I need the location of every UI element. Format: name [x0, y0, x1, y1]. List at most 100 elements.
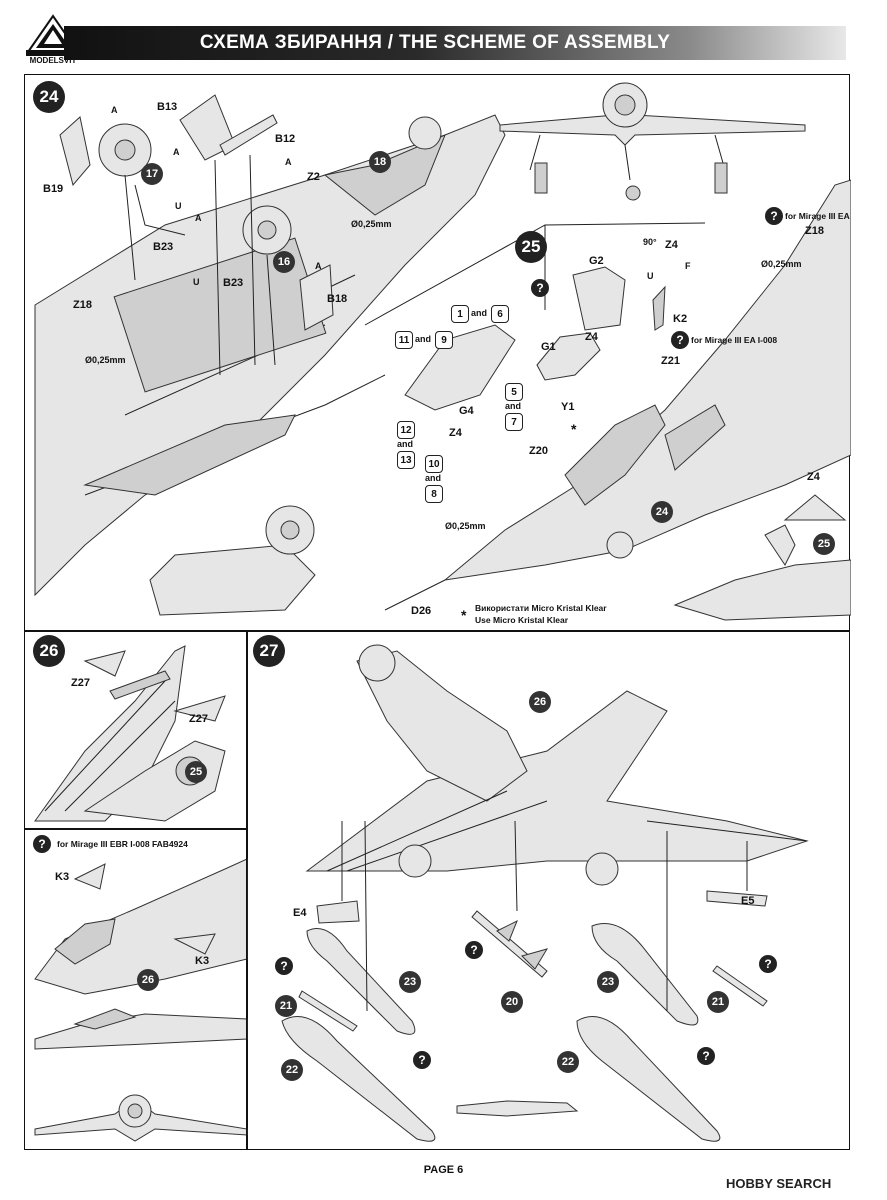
subref-26-s26: 26 [137, 969, 159, 991]
part-label-b23b: B23 [223, 277, 244, 289]
optional-part-icon-4: ? [33, 835, 51, 853]
subref-23-left: 23 [399, 971, 421, 993]
dim-label-s25-2: Ø0,25mm [445, 521, 486, 531]
part-z27-top [83, 650, 126, 677]
glue-label-a3: A [285, 157, 292, 167]
part-label-k3-a: K3 [55, 871, 70, 883]
page-title: СХЕМА ЗБИРАННЯ / THE SCHEME OF ASSEMBLY [199, 32, 671, 53]
door-b12 [219, 114, 278, 156]
part-num-8: 8 [425, 485, 443, 503]
subref-21-right: 21 [707, 991, 729, 1013]
part-label-z20: Z20 [529, 445, 548, 457]
part-label-z18-s25: Z18 [805, 225, 824, 237]
s27-wing [305, 690, 809, 872]
panel-steps-24-25: 24 B13 B12 B19 Z2 B23 B23 Z18 B18 A A A … [24, 74, 851, 632]
note-mirage-ea: for Mirage III EA [785, 211, 850, 221]
panel-step-26-variant: ? for Mirage III EBR I-008 FAB4924 K3 K3… [24, 828, 248, 1150]
s26b-canopy [54, 918, 116, 965]
brand-name: MODELSVIT [29, 56, 77, 65]
part-num-7: 7 [505, 413, 523, 431]
part-e4 [316, 900, 360, 924]
asterisk-legend: * [461, 607, 467, 623]
and-word-2: and [415, 334, 432, 344]
part-label-g2: G2 [589, 255, 604, 267]
and-word-4: and [397, 439, 414, 449]
part-e5 [706, 890, 768, 907]
part-num-9: 9 [435, 331, 453, 349]
windscreen-g1 [536, 332, 601, 381]
part-num-12: 12 [397, 421, 415, 439]
s25-nose-wheel [606, 531, 634, 559]
note-mirage-ea-i008: for Mirage III EA I-008 [691, 335, 778, 345]
part-num-1: 1 [451, 305, 469, 323]
s25-cockpit [564, 404, 666, 506]
glue-label-f: F [685, 261, 691, 271]
missile-21-left [298, 990, 358, 1032]
missile-21-right [712, 965, 768, 1007]
glue-label-a1: A [111, 105, 118, 115]
s25-inset-z4 [783, 494, 847, 521]
part-k3-top [73, 863, 106, 890]
s27-fuselage [356, 650, 528, 802]
front-view-wings [499, 83, 806, 146]
optional-part-icon-7: ? [465, 941, 483, 959]
part-label-e4: E4 [293, 907, 307, 919]
part-num-5: 5 [505, 383, 523, 401]
tank-22-right [576, 1016, 721, 1142]
optional-part-icon-3: ? [671, 331, 689, 349]
part-num-10: 10 [425, 455, 443, 473]
part-num-13: 13 [397, 451, 415, 469]
subref-25: 25 [813, 533, 835, 555]
s25-inset-side [673, 559, 851, 621]
optional-part-icon-1: ? [531, 279, 549, 297]
step-26-drawing [34, 645, 226, 822]
s25-intake [664, 404, 726, 471]
kristal-note-ua: Використати Micro Kristal Klear [475, 603, 607, 613]
s27-wheel-left [398, 844, 432, 878]
part-label-k3-b: K3 [195, 955, 210, 967]
header-bar [64, 26, 846, 60]
s27-wheel-right [585, 852, 619, 886]
inset-bay-shape [149, 544, 316, 616]
step-26-number: 26 [33, 635, 65, 667]
dim-label-s25-1: Ø0,25mm [761, 259, 802, 269]
page-header: СХЕМА ЗБИРАННЯ / THE SCHEME OF ASSEMBLY [24, 26, 846, 60]
canopy-g2 [572, 266, 626, 331]
part-label-y1: Y1 [561, 401, 575, 413]
part-label-z4-top: Z4 [665, 239, 678, 251]
s27-nose [358, 644, 396, 682]
part-k2 [652, 285, 666, 331]
tank-22-left [281, 1016, 436, 1142]
asterisk-marker: * [571, 421, 577, 437]
optional-part-icon-8: ? [759, 955, 777, 973]
part-label-k2: K2 [673, 313, 688, 325]
part-label-z2: Z2 [307, 171, 320, 183]
panel-step-26: 26 Z27 Z27 25 [24, 630, 248, 830]
subref-22-left: 22 [281, 1059, 303, 1081]
glue-label-a2: A [173, 147, 180, 157]
part-label-b23a: B23 [153, 241, 174, 253]
part-label-g4: G4 [459, 405, 474, 417]
part-label-z27-b: Z27 [189, 713, 208, 725]
part-label-b19: B19 [43, 183, 64, 195]
and-word-5: and [425, 473, 442, 483]
part-label-g1: G1 [541, 341, 556, 353]
and-word-1: and [471, 308, 488, 318]
part-z27-right [173, 695, 226, 722]
subref-22-right: 22 [557, 1051, 579, 1073]
dim-label-2: Ø0,25mm [85, 355, 126, 365]
glue-label-u1: U [175, 201, 182, 211]
subref-20: 20 [501, 991, 523, 1013]
subref-25-s26: 25 [185, 761, 207, 783]
part-num-6: 6 [491, 305, 509, 323]
step-24-number: 24 [33, 81, 65, 113]
step-27-drawing [281, 644, 809, 1142]
watermark: HOBBY SEARCH [726, 1176, 832, 1191]
part-label-z4-low: Z4 [449, 427, 462, 439]
intake-shape [323, 134, 446, 216]
part-num-11: 11 [395, 331, 413, 349]
glue-label-u2: U [193, 277, 200, 287]
subref-17: 17 [141, 163, 163, 185]
subref-24: 24 [651, 501, 673, 523]
door-b19 [59, 116, 91, 187]
